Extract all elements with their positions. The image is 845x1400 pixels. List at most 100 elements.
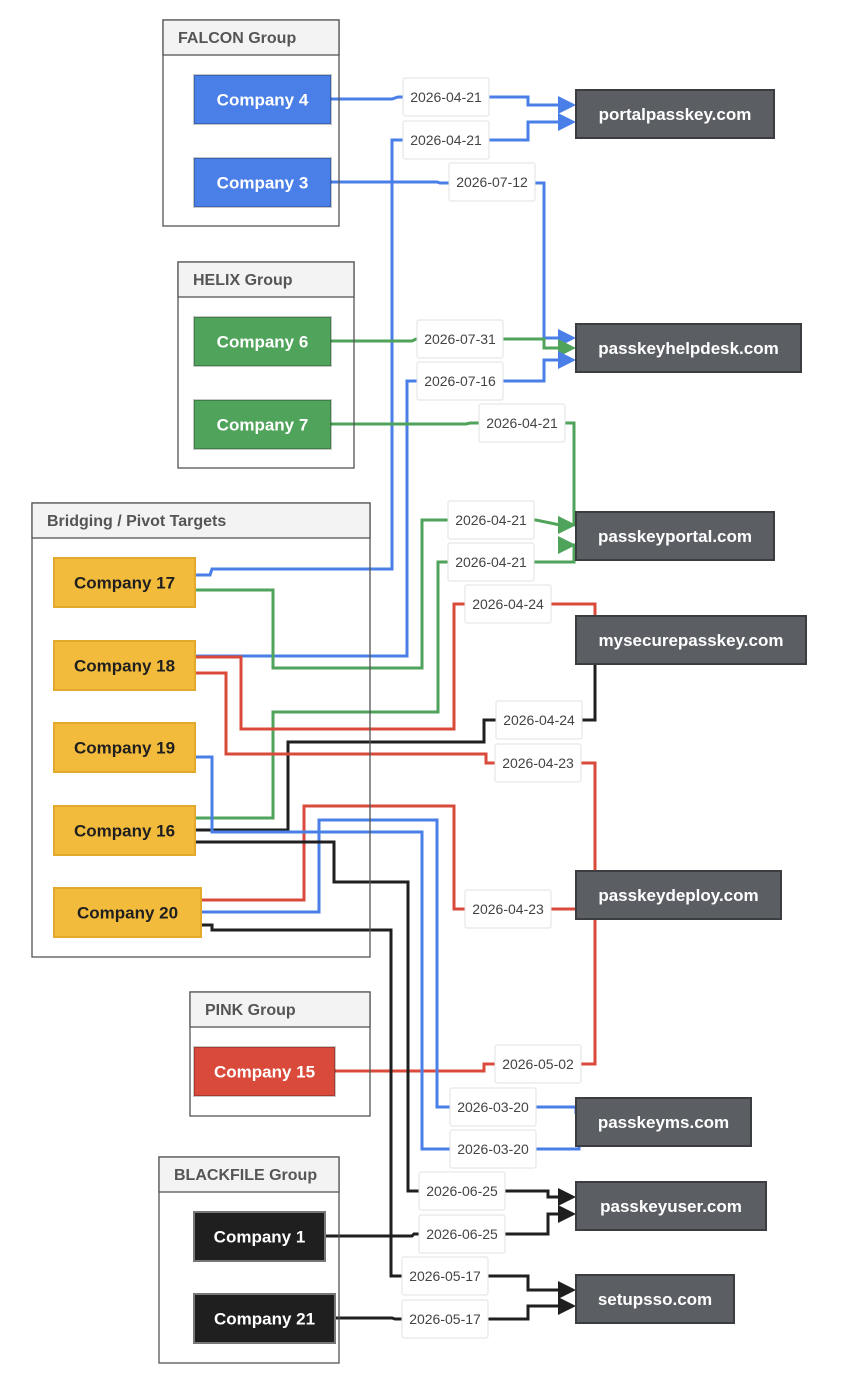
domain-node-d_ms[interactable]: passkeyms.com bbox=[575, 1097, 752, 1147]
edge-date-text: 2026-05-02 bbox=[502, 1056, 574, 1072]
company-node-c16[interactable]: Company 16 bbox=[53, 805, 196, 856]
edge-date-text: 2026-07-12 bbox=[456, 174, 528, 190]
company-label: Company 18 bbox=[74, 657, 175, 676]
company-node-c7[interactable]: Company 7 bbox=[193, 399, 332, 450]
edge-date-label: 2026-07-16 bbox=[416, 361, 504, 401]
domain-node-d_mysecure[interactable]: mysecurepasskey.com bbox=[575, 615, 807, 665]
company-label: Company 6 bbox=[217, 333, 309, 352]
company-label: Company 3 bbox=[217, 174, 309, 193]
group-title: HELIX Group bbox=[193, 272, 293, 289]
domain-box[interactable] bbox=[575, 1274, 735, 1324]
edge-date-box bbox=[401, 1256, 489, 1296]
domain-box[interactable] bbox=[575, 1097, 752, 1147]
edge-c20-d_setup bbox=[201, 923, 560, 1292]
domain-node-d_pportal[interactable]: passkeyportal.com bbox=[575, 511, 775, 561]
domain-box[interactable] bbox=[575, 615, 807, 665]
domain-label: setupsso.com bbox=[598, 1290, 712, 1309]
domain-box[interactable] bbox=[575, 1181, 767, 1231]
edge-date-text: 2026-03-20 bbox=[457, 1141, 529, 1157]
edge-date-text: 2026-06-25 bbox=[426, 1183, 498, 1199]
company-box[interactable] bbox=[193, 157, 332, 208]
edge-arrowhead bbox=[558, 96, 576, 114]
domain-label: passkeyhelpdesk.com bbox=[598, 339, 778, 358]
company-node-c21[interactable]: Company 21 bbox=[193, 1293, 336, 1344]
domain-box[interactable] bbox=[575, 511, 775, 561]
edge-date-label: 2026-04-21 bbox=[402, 120, 490, 160]
edge-date-label: 2026-05-02 bbox=[494, 1044, 582, 1084]
company-box[interactable] bbox=[53, 640, 196, 691]
company-node-c3[interactable]: Company 3 bbox=[193, 157, 332, 208]
group-blackfile: BLACKFILE Group bbox=[158, 1156, 340, 1364]
group-header bbox=[31, 502, 371, 539]
edge-arrowhead bbox=[558, 339, 576, 357]
company-label: Company 4 bbox=[217, 91, 309, 110]
company-box[interactable] bbox=[193, 74, 332, 125]
company-box[interactable] bbox=[193, 399, 332, 450]
company-node-c19[interactable]: Company 19 bbox=[53, 722, 196, 773]
edge-date-box bbox=[448, 162, 536, 202]
edge-date-label: 2026-04-24 bbox=[495, 700, 583, 740]
edge-date-box bbox=[449, 1087, 537, 1127]
group-title: FALCON Group bbox=[178, 30, 296, 47]
group-header bbox=[162, 19, 340, 56]
edge-arrowhead bbox=[558, 113, 576, 131]
edge-date-label: 2026-07-31 bbox=[416, 319, 504, 359]
company-box[interactable] bbox=[193, 1293, 336, 1344]
edge-date-text: 2026-04-21 bbox=[455, 554, 527, 570]
edge-arrowhead bbox=[558, 1281, 576, 1299]
edge-date-box bbox=[402, 120, 490, 160]
company-box[interactable] bbox=[193, 1211, 326, 1262]
group-title: BLACKFILE Group bbox=[174, 1167, 317, 1184]
edge-date-label: 2026-04-23 bbox=[494, 743, 582, 783]
labels-layer: 2026-04-21 2026-04-21 2026-07-12 2026-07-31… bbox=[401, 77, 583, 1339]
company-box[interactable] bbox=[53, 805, 196, 856]
company-box[interactable] bbox=[193, 316, 332, 367]
company-box[interactable] bbox=[53, 557, 196, 608]
edge-date-text: 2026-04-24 bbox=[472, 596, 544, 612]
edge-date-label: 2026-05-17 bbox=[401, 1256, 489, 1296]
domain-node-d_portal[interactable]: portalpasskey.com bbox=[575, 89, 775, 139]
edge-arrowhead bbox=[558, 1205, 576, 1223]
edge-date-box bbox=[494, 1044, 582, 1084]
edge-date-text: 2026-07-16 bbox=[424, 373, 496, 389]
company-node-c15[interactable]: Company 15 bbox=[193, 1046, 336, 1097]
group-title: Bridging / Pivot Targets bbox=[47, 513, 226, 530]
domain-node-d_setup[interactable]: setupsso.com bbox=[575, 1274, 735, 1324]
company-node-c6[interactable]: Company 6 bbox=[193, 316, 332, 367]
edge-date-text: 2026-03-20 bbox=[457, 1099, 529, 1115]
edge-date-text: 2026-04-24 bbox=[503, 712, 575, 728]
edge-date-text: 2026-05-17 bbox=[409, 1268, 481, 1284]
edge-c18-d_helpdesk bbox=[195, 358, 560, 658]
edge-c3-d_helpdesk bbox=[331, 180, 560, 340]
group-bridging: Bridging / Pivot Targets bbox=[31, 502, 371, 958]
domain-node-d_helpdesk[interactable]: passkeyhelpdesk.com bbox=[575, 323, 802, 373]
edge-date-text: 2026-07-31 bbox=[424, 331, 496, 347]
company-box[interactable] bbox=[53, 887, 202, 938]
domain-label: passkeydeploy.com bbox=[598, 886, 758, 905]
edge-date-text: 2026-04-23 bbox=[502, 755, 574, 771]
domain-box[interactable] bbox=[575, 870, 782, 920]
edge-date-label: 2026-04-21 bbox=[478, 403, 566, 443]
edge-date-box bbox=[401, 1299, 489, 1339]
group-header bbox=[189, 991, 371, 1028]
edge-arrowhead bbox=[558, 351, 576, 369]
company-node-c17[interactable]: Company 17 bbox=[53, 557, 196, 608]
company-node-c20[interactable]: Company 20 bbox=[53, 887, 202, 938]
edge-date-box bbox=[418, 1214, 506, 1254]
edge-date-label: 2026-06-25 bbox=[418, 1171, 506, 1211]
company-label: Company 17 bbox=[74, 574, 175, 593]
company-box[interactable] bbox=[53, 722, 196, 773]
domain-box[interactable] bbox=[575, 323, 802, 373]
company-box[interactable] bbox=[193, 1046, 336, 1097]
group-helix: HELIX Group bbox=[177, 261, 355, 469]
company-node-c4[interactable]: Company 4 bbox=[193, 74, 332, 125]
edge-arrowhead bbox=[558, 516, 576, 534]
domain-box[interactable] bbox=[575, 89, 775, 139]
edge-date-label: 2026-07-12 bbox=[448, 162, 536, 202]
domain-node-d_deploy[interactable]: passkeydeploy.com bbox=[575, 870, 782, 920]
domain-node-d_user[interactable]: passkeyuser.com bbox=[575, 1181, 767, 1231]
edge-date-box bbox=[416, 319, 504, 359]
company-node-c18[interactable]: Company 18 bbox=[53, 640, 196, 691]
company-node-c1[interactable]: Company 1 bbox=[193, 1211, 326, 1262]
